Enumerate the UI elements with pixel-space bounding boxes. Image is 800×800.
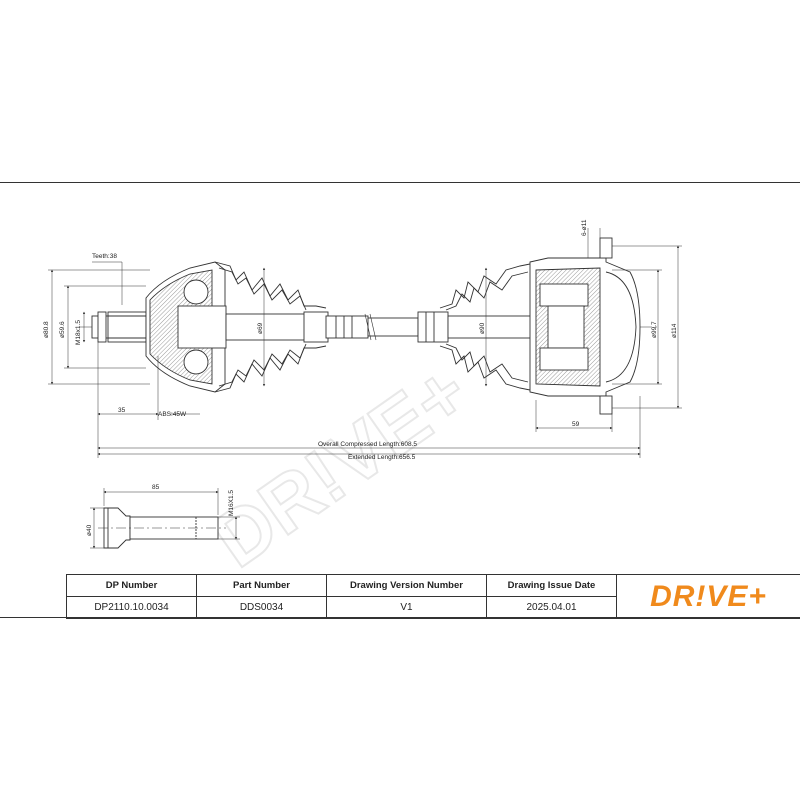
dp-number-header: DP Number xyxy=(66,574,197,597)
left-stub-shaft xyxy=(91,311,147,343)
drawing-issue-date-value: 2025.04.01 xyxy=(486,596,617,619)
dia-114-label: ø114 xyxy=(671,323,678,338)
main-shaft xyxy=(225,311,543,343)
dp-number-value: DP2110.10.0034 xyxy=(66,596,197,619)
length-59-label: 59 xyxy=(572,421,580,428)
dia-59-6-label: ø59.6 xyxy=(59,321,66,338)
drawing-version-header: Drawing Version Number xyxy=(326,574,487,597)
thread-m18-label: M18x1.5 xyxy=(75,320,82,345)
bolt-dia-40-label: ø40 xyxy=(86,524,93,536)
bolt-thread-m16-label: M16X1.5 xyxy=(228,490,235,516)
drawing-issue-date-header: Drawing Issue Date xyxy=(486,574,617,597)
drawing-version-value: V1 xyxy=(326,596,487,619)
left-cv-joint xyxy=(145,261,227,393)
dimension-lines xyxy=(48,228,682,458)
watermark-text: DR!VE+ xyxy=(197,347,484,584)
bolt-holes-label: 6-ø11 xyxy=(581,219,588,236)
teeth-label: Teeth:38 xyxy=(92,253,117,260)
bolt-detail xyxy=(98,507,226,549)
part-number-value: DDS0034 xyxy=(196,596,327,619)
logo-cell: DR!VE+ xyxy=(616,574,800,619)
right-boot xyxy=(439,261,541,393)
length-35-label: 35 xyxy=(118,407,126,414)
dia-80-8-label: ø80.8 xyxy=(43,321,50,338)
extended-length-label: Extended Length:656.5 xyxy=(348,454,416,461)
dia-69-label: ø69 xyxy=(257,322,264,334)
drive-shaft-assembly xyxy=(80,237,660,415)
dia-90-label: ø90 xyxy=(479,322,486,334)
overall-length-label: Overall Compressed Length:608.5 xyxy=(318,441,417,448)
bolt-dimension-lines xyxy=(90,488,240,549)
watermark: DR!VE+ xyxy=(196,346,485,585)
bolt-dimension-labels: 85 M16X1.5 ø40 xyxy=(86,484,235,536)
dia-99-7-label: ø99.7 xyxy=(651,321,658,338)
bolt-length-85-label: 85 xyxy=(152,484,160,491)
right-cv-joint xyxy=(529,237,641,415)
part-number-header: Part Number xyxy=(196,574,327,597)
abs-label: ABS:45W xyxy=(158,411,187,418)
drive-logo: DR!VE+ xyxy=(650,579,767,613)
dimension-labels: Teeth:38 ø80.8 ø59.6 M18x1.5 ø69 ø90 ø99… xyxy=(43,219,678,461)
title-block: DP Number Part Number Drawing Version Nu… xyxy=(66,574,800,619)
